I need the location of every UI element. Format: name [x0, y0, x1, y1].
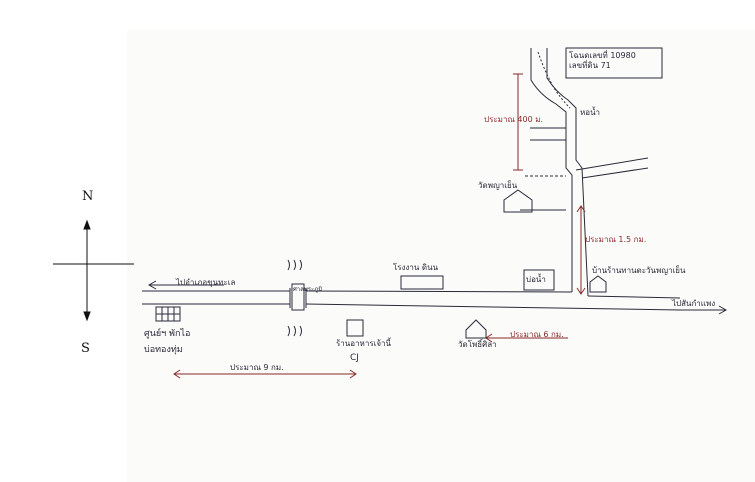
station-grid-icon [155, 306, 181, 322]
road-top-edge-right [587, 295, 681, 299]
to-right-label: ไปสันกำแพง [672, 299, 716, 308]
wat-top-icon [503, 189, 533, 213]
landmark-right-label: บ้านร้านทานตะวันพญาเย็น [592, 266, 686, 275]
measure-9km-heads [173, 369, 357, 379]
road-top-edge-mid [305, 290, 573, 293]
factory-box [400, 275, 444, 290]
pond-box [523, 269, 555, 291]
station-label-line2: บ่อทองทุ่ม [144, 345, 183, 355]
branch-road-east [575, 157, 649, 179]
pond-label: บ่อน้ำ [526, 275, 546, 284]
bridge-label: ศาลพระภูมิ [293, 286, 323, 293]
compass-south-label: S [81, 341, 90, 356]
distance-1-5km-label: ประมาณ 1.5 กม. [585, 235, 647, 244]
direction-arrows [147, 280, 728, 315]
station-label: ศูนย์ฯ พักไอ [144, 329, 191, 339]
compass-south-arrow [83, 311, 91, 322]
shop-label: ร้านอาหารเจ้านี้ [336, 339, 391, 348]
measure-marks [173, 73, 586, 379]
wat-bottom-label: วัดโพธิ์ศิลา [458, 340, 497, 349]
north-road [520, 48, 649, 297]
factory-label: โรงงาน ดินน [393, 263, 439, 272]
shrine-symbol-top [287, 259, 302, 271]
bridge-box [291, 283, 305, 311]
cj-label: CJ [350, 353, 359, 363]
to-left-label: ไปอำเภอขุนทะเล [176, 278, 236, 287]
distance-6km-label: ประมาณ 6 กม. [510, 330, 564, 339]
compass-north-label: N [82, 189, 94, 204]
landmark-right-icon [589, 275, 607, 293]
measure-1-5km-heads [576, 205, 586, 295]
distance-9km-label: ประมาณ 9 กม. [230, 363, 284, 372]
arrow-right-head [718, 305, 728, 315]
main-road [142, 283, 681, 311]
compass-rose [53, 219, 134, 322]
arrow-left-head [147, 280, 157, 290]
map-paper [127, 30, 755, 482]
measure-400m-ticks [513, 73, 523, 171]
side-road-upper [530, 127, 566, 141]
distance-400m-label: ประมาณ 400 ม. [484, 115, 544, 124]
km-marker-box [565, 47, 663, 79]
wat-bottom-icon [465, 319, 487, 339]
km-marker-label: โฉนดเลขที่ 10980 เลขที่ดิน 71 [569, 51, 636, 71]
wat-top-label: วัดพญาเย็น [478, 181, 518, 190]
shop-box [346, 319, 364, 337]
water-tank-label: หอน้ำ [580, 108, 601, 117]
landmarks [155, 47, 663, 339]
compass-north-arrow [83, 219, 91, 230]
north-road-right-edge [546, 48, 589, 297]
canal-line [537, 51, 571, 109]
shrine-symbol-bottom [287, 325, 302, 337]
road-bottom-edge [142, 303, 681, 311]
